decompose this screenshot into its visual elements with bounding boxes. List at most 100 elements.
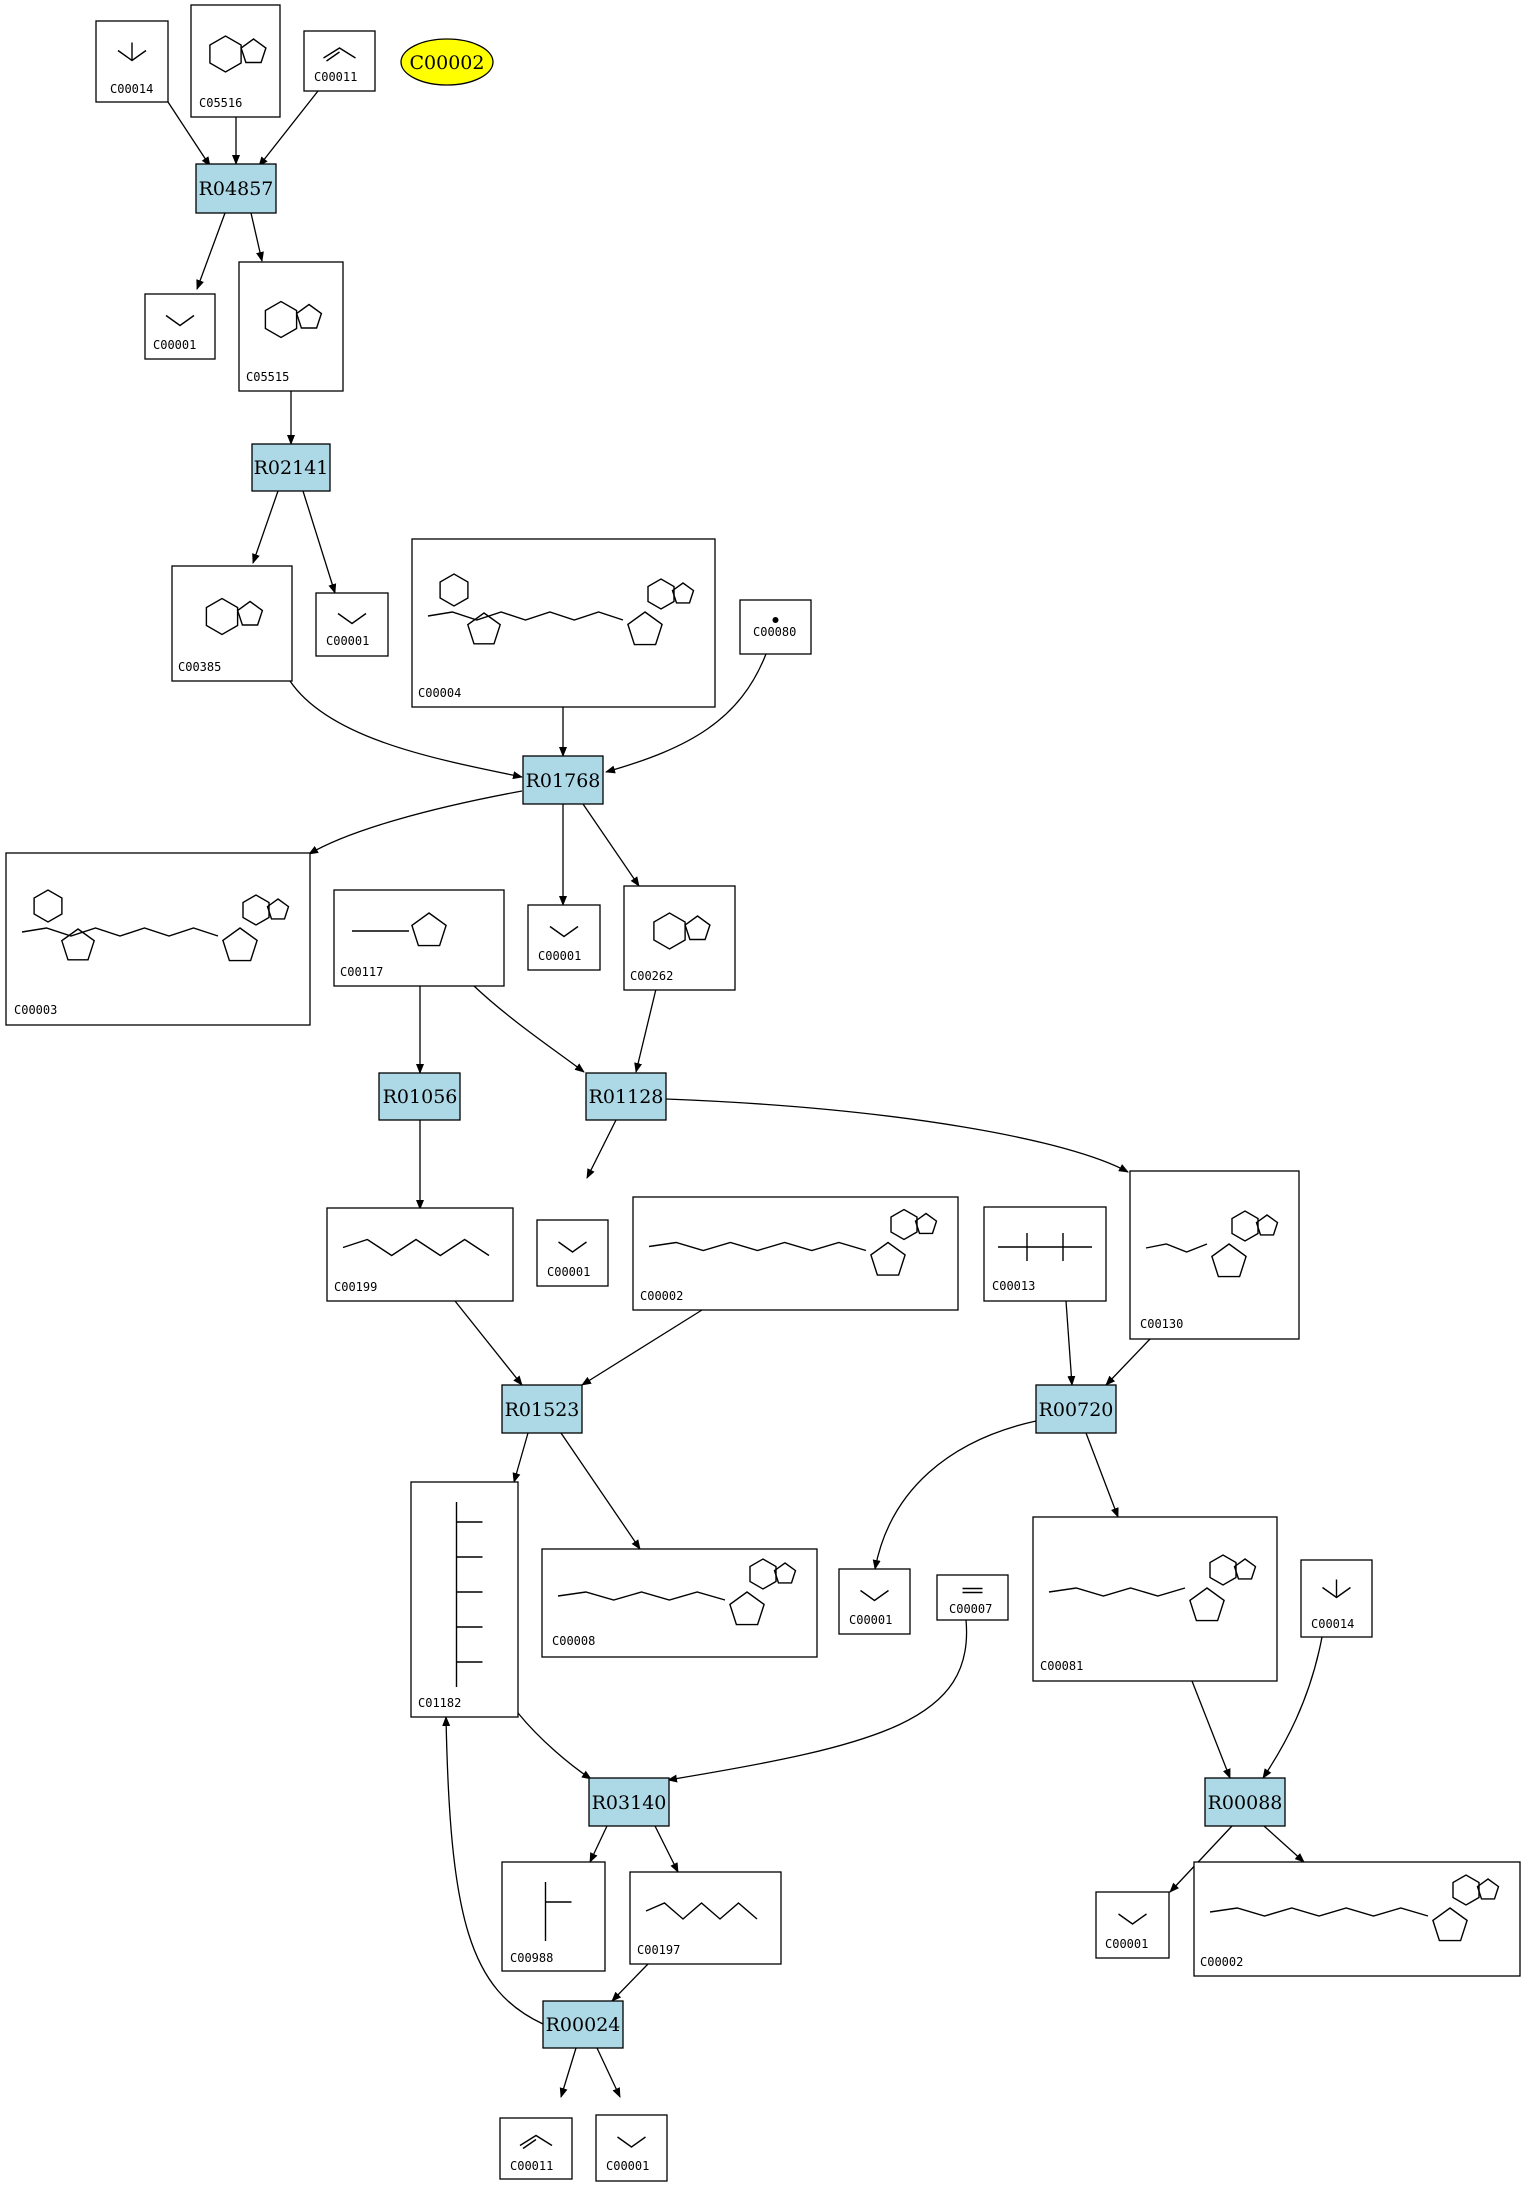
reaction-node[interactable]: R02141 xyxy=(251,443,331,492)
reaction-node[interactable]: R01128 xyxy=(585,1072,667,1121)
edge xyxy=(581,1309,703,1386)
compounds: C00014 C05516 C00011 C00001 C05515 C0000… xyxy=(5,4,1521,2182)
reaction-node[interactable]: R00720 xyxy=(1035,1384,1117,1434)
edge xyxy=(872,1420,1037,1570)
compound-node[interactable]: C00003 xyxy=(5,852,311,1026)
compound-node[interactable]: C00117 xyxy=(333,889,505,987)
reaction-label: R03140 xyxy=(592,1792,667,1814)
reaction-node[interactable]: R00024 xyxy=(542,2000,624,2049)
edge xyxy=(605,653,767,774)
molecule-structure xyxy=(1322,1579,1351,1599)
edge xyxy=(560,1432,641,1550)
molecule-structure xyxy=(519,2134,553,2150)
reaction-label: R02141 xyxy=(254,457,329,479)
molecule-structure xyxy=(21,889,290,962)
edge xyxy=(1065,1300,1076,1386)
edge xyxy=(196,212,226,290)
edge xyxy=(473,985,585,1073)
molecule-structure xyxy=(653,912,711,950)
compound-label: C00014 xyxy=(1311,1617,1354,1631)
molecule-structure xyxy=(165,314,195,327)
compound-node[interactable]: C00011 xyxy=(303,30,376,92)
compound-label: C00080 xyxy=(753,625,796,639)
reaction-node[interactable]: R01523 xyxy=(501,1384,583,1434)
molecule-structure xyxy=(1145,1210,1279,1278)
molecule-structure xyxy=(264,300,323,339)
edge xyxy=(654,1825,679,1873)
compound-node[interactable]: C00011 xyxy=(499,2117,573,2180)
compound-node[interactable]: C00385 xyxy=(171,565,293,682)
compound-node[interactable]: C01182 xyxy=(410,1481,519,1718)
compound-node[interactable]: C00081 xyxy=(1032,1516,1278,1682)
compound-node[interactable]: C00014 xyxy=(1300,1559,1373,1638)
edge xyxy=(667,1619,968,1783)
compound-node[interactable]: C05515 xyxy=(238,261,344,392)
edge xyxy=(250,212,264,262)
reaction-label: R01056 xyxy=(383,1086,458,1108)
compound-label: C00197 xyxy=(637,1943,680,1957)
compound-node[interactable]: C00988 xyxy=(501,1861,606,1972)
molecule-structure xyxy=(427,573,695,646)
compound-node[interactable]: C00001 xyxy=(1095,1891,1170,1959)
reaction-node[interactable]: R03140 xyxy=(588,1777,670,1827)
compound-node[interactable]: C00197 xyxy=(629,1871,782,1965)
compound-node[interactable]: C00008 xyxy=(541,1548,818,1658)
compound-label: C00117 xyxy=(340,965,383,979)
reaction-label: R00024 xyxy=(546,2014,621,2036)
compound-node[interactable]: C00199 xyxy=(326,1207,514,1302)
compound-label: C00008 xyxy=(552,1634,595,1648)
reaction-node[interactable]: R01056 xyxy=(378,1072,461,1121)
edge xyxy=(302,490,337,594)
compound-node[interactable]: C00002 xyxy=(632,1196,959,1311)
edge xyxy=(582,803,640,887)
edge xyxy=(586,1119,617,1179)
compound-node[interactable]: C00001 xyxy=(315,592,389,657)
edge xyxy=(596,2047,621,2098)
compound-node[interactable]: C00013 xyxy=(983,1206,1107,1302)
target-compound: C00002 xyxy=(400,38,494,86)
molecule-structure xyxy=(342,1238,490,1257)
reaction-label: R00088 xyxy=(1208,1792,1283,1814)
molecule-structure xyxy=(617,2136,646,2148)
compound-node[interactable]: C00001 xyxy=(838,1568,911,1635)
compound-node[interactable]: C00001 xyxy=(527,904,601,971)
edge xyxy=(289,680,523,780)
edge xyxy=(1263,1825,1305,1863)
compound-node[interactable]: C00014 xyxy=(95,20,169,103)
molecule-structure xyxy=(1048,1554,1257,1622)
compound-node[interactable]: C00002 xyxy=(1193,1861,1521,1977)
molecule-structure xyxy=(1209,1874,1500,1942)
edges xyxy=(167,90,1323,2098)
molecule-structure xyxy=(998,1233,1092,1261)
compound-node[interactable]: C00007 xyxy=(936,1574,1009,1621)
edge xyxy=(611,1963,649,2002)
reaction-label: R01128 xyxy=(589,1086,664,1108)
compound-label: C00130 xyxy=(1140,1317,1183,1331)
compound-node[interactable]: C00080 xyxy=(739,599,812,655)
compound-node[interactable]: C00001 xyxy=(144,293,216,360)
reaction-node[interactable]: R00088 xyxy=(1204,1777,1286,1827)
compound-node[interactable]: C00004 xyxy=(411,538,716,708)
edge xyxy=(589,1825,608,1863)
reaction-node[interactable]: R04857 xyxy=(195,163,277,214)
compound-label: C00988 xyxy=(510,1951,553,1965)
compound-node[interactable]: C00130 xyxy=(1129,1170,1300,1340)
molecule-structure xyxy=(860,1589,889,1602)
molecule-structure xyxy=(648,1208,938,1276)
edge xyxy=(1105,1338,1151,1386)
compound-node[interactable]: C00262 xyxy=(623,885,736,991)
compound-node[interactable]: C05516 xyxy=(190,4,281,118)
compound-label: C00011 xyxy=(510,2159,553,2173)
compound-label: C00002 xyxy=(1200,1955,1243,1969)
molecule-structure xyxy=(645,1902,758,1920)
compound-node[interactable]: C00001 xyxy=(595,2114,668,2182)
molecule-structure xyxy=(962,1587,983,1594)
target-compound-label: C00002 xyxy=(410,52,485,74)
edge xyxy=(454,1300,523,1386)
reaction-node[interactable]: R01768 xyxy=(522,755,604,805)
compound-node[interactable]: C00001 xyxy=(536,1219,609,1287)
molecule-structure xyxy=(337,612,367,625)
molecule-structure xyxy=(209,35,267,73)
molecule-structure xyxy=(544,1882,572,1941)
